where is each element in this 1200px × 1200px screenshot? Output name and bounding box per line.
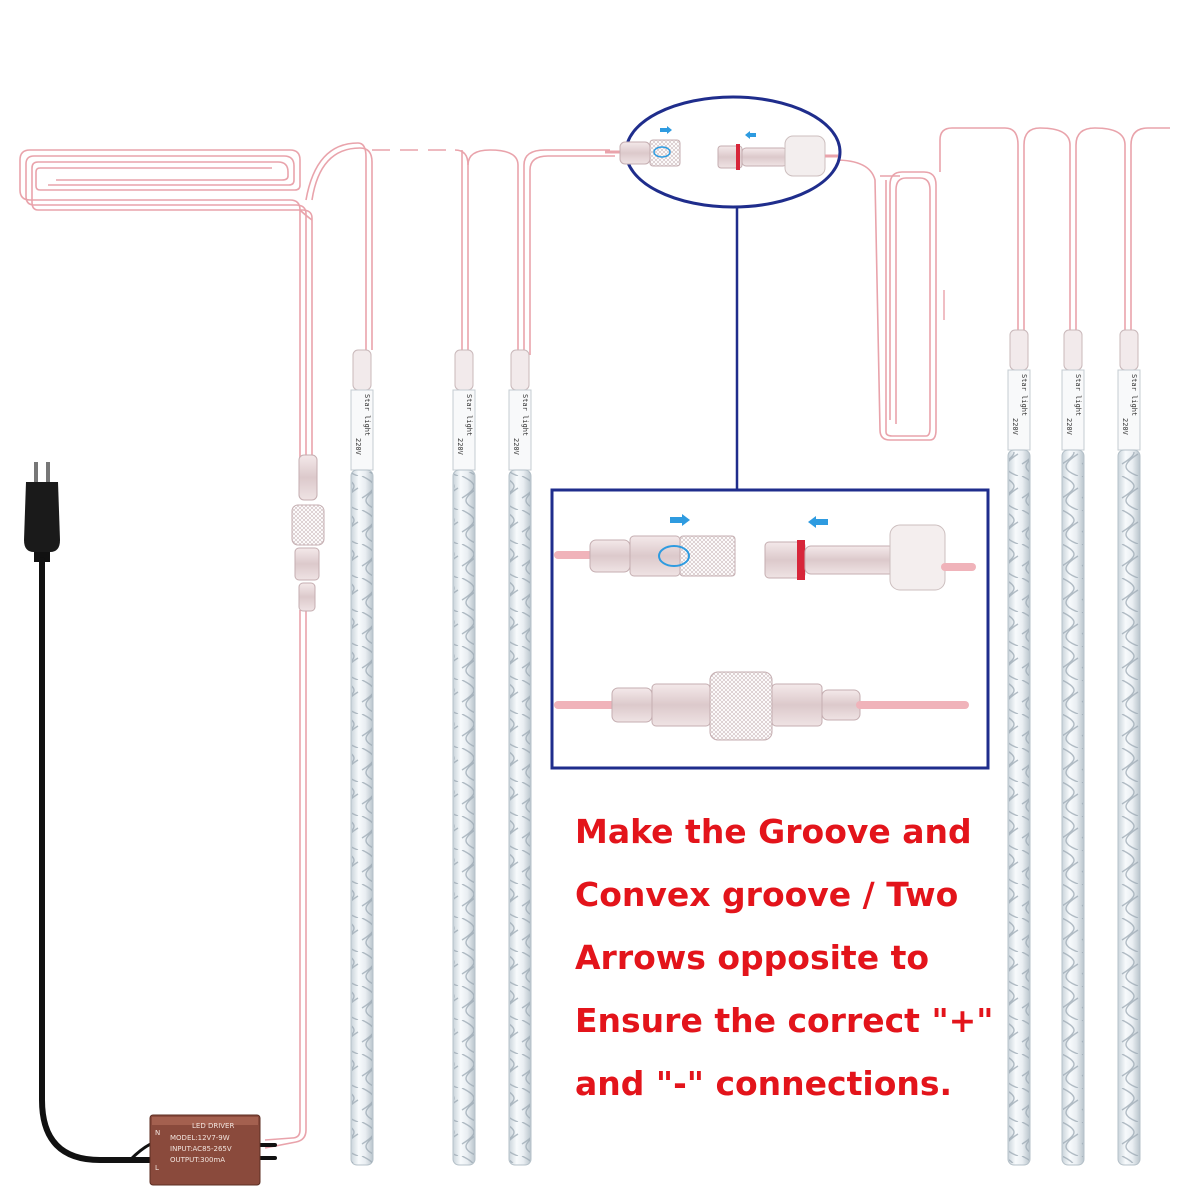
instruction-line-5: and "-" connections. (575, 1064, 953, 1103)
connector-detail-inset (550, 488, 990, 770)
tube-twist-pattern (352, 472, 372, 1163)
led-driver-icon: LED DRIVER MODEL:12V7-9W INPUT:AC85-265V… (149, 1114, 261, 1186)
tube-twist-pattern (454, 472, 474, 1163)
instruction-line-1: Make the Groove and (575, 812, 972, 851)
driver-model: MODEL:12V7-9W (170, 1134, 230, 1142)
tube-end-cap (510, 349, 530, 391)
driver-l-terminal: L (155, 1164, 159, 1172)
wire-left-group (454, 149, 615, 355)
tube-brand-text: Star light (1130, 374, 1138, 416)
tube-spec-text: 220V (354, 438, 362, 456)
wire-right-group (834, 127, 1170, 441)
arrow-right-icon (682, 514, 690, 526)
tube-spec-text: 220V (456, 438, 464, 456)
connector-icon (291, 454, 325, 612)
tube-end-cap (1063, 329, 1083, 371)
tube-spec-text: 220V (1011, 418, 1019, 436)
plug-icon (24, 462, 60, 562)
driver-n-terminal: N (155, 1129, 160, 1137)
instruction-line-4: Ensure the correct "+" (575, 1001, 994, 1040)
tube-brand-text: Star light (521, 394, 529, 436)
tube-brand-text: Star light (1020, 374, 1028, 416)
instruction-line-2: Convex groove / Two (575, 875, 959, 914)
tube-end-cap (1009, 329, 1029, 371)
arrow-right-icon (667, 126, 672, 134)
tube-end-cap (1119, 329, 1139, 371)
tube-spec-text: 220V (1065, 418, 1073, 436)
tube-spec-text: 220V (1121, 418, 1129, 436)
tube-twist-pattern (1119, 452, 1139, 1163)
connector-callout-top (605, 95, 842, 490)
tube-brand-text: Star light (465, 394, 473, 436)
tube-brand-text: Star light (1074, 374, 1082, 416)
arrow-left-icon (808, 516, 816, 528)
instruction-text: Make the Groove and Convex groove / Two … (575, 800, 1175, 1115)
arrow-left-icon (745, 131, 750, 139)
tube-twist-pattern (1009, 452, 1029, 1163)
instruction-line-3: Arrows opposite to (575, 938, 930, 977)
driver-input: INPUT:AC85-265V (170, 1145, 232, 1153)
driver-output: OUTPUT:300mA (170, 1156, 225, 1164)
driver-title: LED DRIVER (192, 1122, 234, 1130)
tube-spec-text: 220V (512, 438, 520, 456)
tube-brand-text: Star light (363, 394, 371, 436)
tube-end-cap (352, 349, 372, 391)
power-cord (39, 557, 277, 1163)
tube-twist-pattern (510, 472, 530, 1163)
tube-end-cap (454, 349, 474, 391)
tube-twist-pattern (1063, 452, 1083, 1163)
wire-coil-left (19, 142, 455, 1149)
